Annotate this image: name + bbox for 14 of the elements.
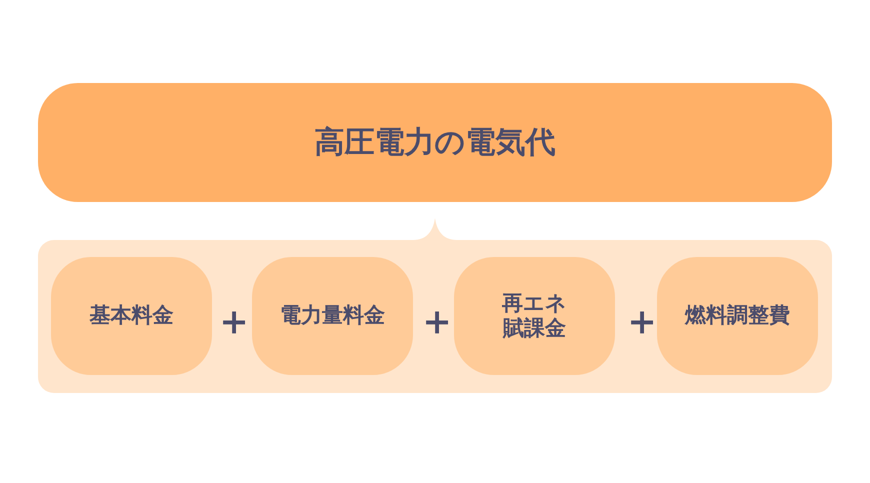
fee-label: 再エネ賦課金 [502, 290, 568, 342]
fee-box [454, 257, 615, 375]
fee-box [657, 257, 818, 375]
plus-sign: ＋ [622, 301, 662, 341]
fee-label: 電力量料金 [280, 303, 385, 329]
header-text: 高圧電力の電気代 [314, 124, 556, 160]
fee-box [252, 257, 413, 375]
fee-label: 燃料調整費 [685, 303, 790, 329]
fee-label: 基本料金 [90, 303, 174, 329]
fee-box [51, 257, 212, 375]
panel-background [38, 218, 832, 393]
plus-sign: ＋ [417, 301, 457, 341]
header-box [38, 83, 832, 202]
plus-sign: ＋ [214, 301, 254, 341]
